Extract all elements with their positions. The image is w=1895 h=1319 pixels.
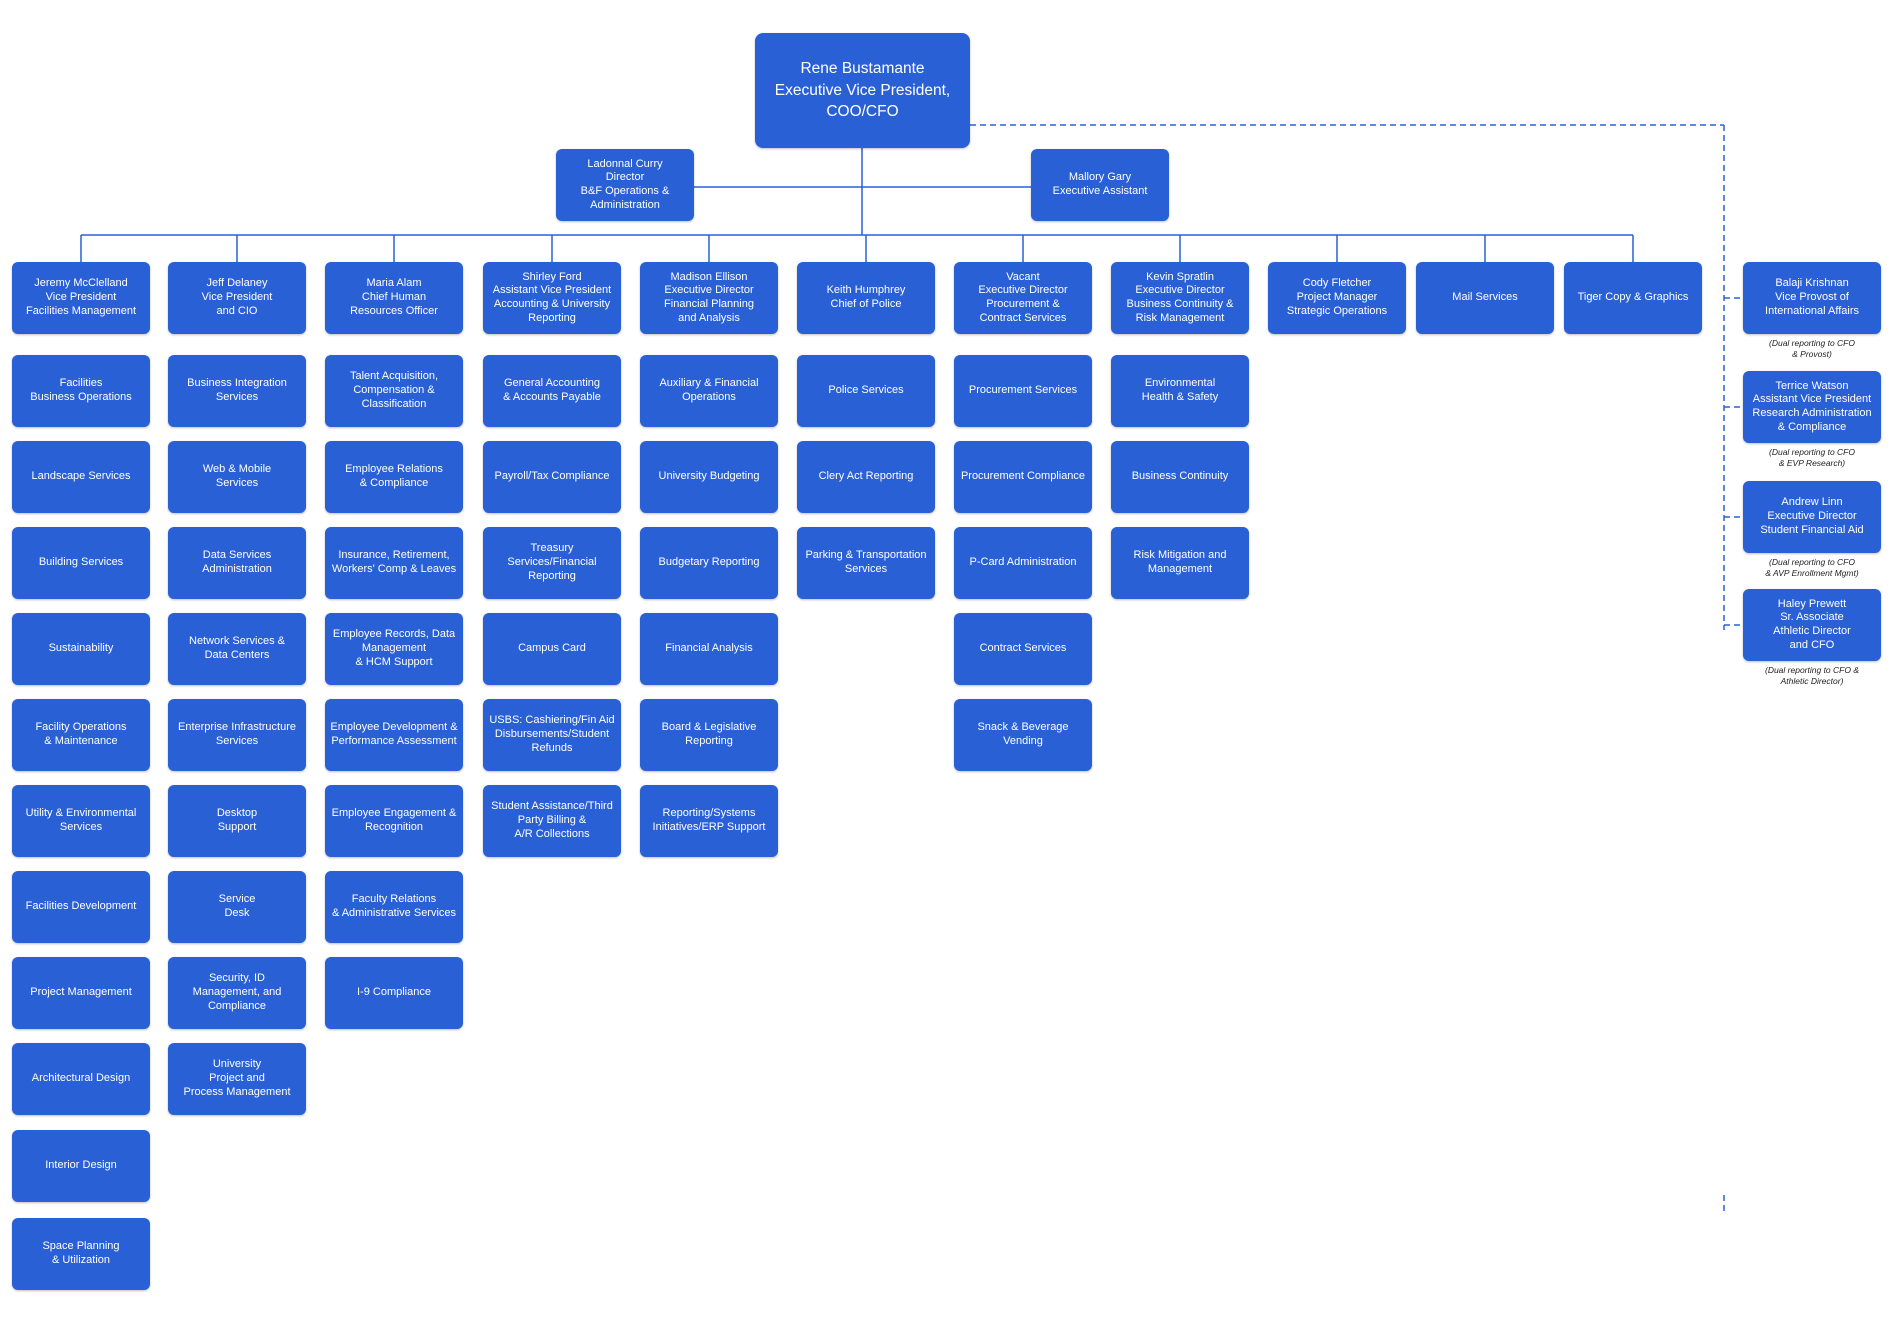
unit-box-1-6[interactable]: Service Desk xyxy=(168,871,306,943)
dual-reporting-note-0: (Dual reporting to CFO & Provost) xyxy=(1769,338,1855,359)
staff-box-left[interactable]: Ladonnal Curry Director B&F Operations &… xyxy=(556,149,694,221)
unit-box-0-8[interactable]: Architectural Design xyxy=(12,1043,150,1115)
column-head-10[interactable]: Tiger Copy & Graphics xyxy=(1564,262,1702,334)
dotted-report-box-2[interactable]: Andrew Linn Executive Director Student F… xyxy=(1743,481,1881,553)
unit-box-1-1[interactable]: Web & Mobile Services xyxy=(168,441,306,513)
unit-box-2-4[interactable]: Employee Development & Performance Asses… xyxy=(325,699,463,771)
unit-box-2-2[interactable]: Insurance, Retirement, Workers' Comp & L… xyxy=(325,527,463,599)
dual-reporting-note-2: (Dual reporting to CFO & AVP Enrollment … xyxy=(1765,557,1859,578)
unit-box-4-2[interactable]: Budgetary Reporting xyxy=(640,527,778,599)
unit-box-1-4[interactable]: Enterprise Infrastructure Services xyxy=(168,699,306,771)
unit-box-6-4[interactable]: Snack & Beverage Vending xyxy=(954,699,1092,771)
unit-box-0-1[interactable]: Landscape Services xyxy=(12,441,150,513)
column-head-8[interactable]: Cody Fletcher Project Manager Strategic … xyxy=(1268,262,1406,334)
column-head-0[interactable]: Jeremy McClelland Vice President Facilit… xyxy=(12,262,150,334)
unit-box-5-0[interactable]: Police Services xyxy=(797,355,935,427)
column-head-3[interactable]: Shirley Ford Assistant Vice President Ac… xyxy=(483,262,621,334)
column-head-6[interactable]: Vacant Executive Director Procurement & … xyxy=(954,262,1092,334)
unit-box-1-8[interactable]: University Project and Process Managemen… xyxy=(168,1043,306,1115)
column-head-1[interactable]: Jeff Delaney Vice President and CIO xyxy=(168,262,306,334)
unit-box-2-3[interactable]: Employee Records, Data Management & HCM … xyxy=(325,613,463,685)
unit-box-0-0[interactable]: Facilities Business Operations xyxy=(12,355,150,427)
unit-box-0-2[interactable]: Building Services xyxy=(12,527,150,599)
unit-box-3-5[interactable]: Student Assistance/Third Party Billing &… xyxy=(483,785,621,857)
column-head-2[interactable]: Maria Alam Chief Human Resources Officer xyxy=(325,262,463,334)
unit-box-5-2[interactable]: Parking & Transportation Services xyxy=(797,527,935,599)
unit-box-2-1[interactable]: Employee Relations & Compliance xyxy=(325,441,463,513)
unit-box-0-9[interactable]: Interior Design xyxy=(12,1130,150,1202)
unit-box-2-5[interactable]: Employee Engagement & Recognition xyxy=(325,785,463,857)
unit-box-6-1[interactable]: Procurement Compliance xyxy=(954,441,1092,513)
unit-box-4-5[interactable]: Reporting/Systems Initiatives/ERP Suppor… xyxy=(640,785,778,857)
unit-box-3-1[interactable]: Payroll/Tax Compliance xyxy=(483,441,621,513)
unit-box-4-0[interactable]: Auxiliary & Financial Operations xyxy=(640,355,778,427)
unit-box-4-1[interactable]: University Budgeting xyxy=(640,441,778,513)
unit-box-2-0[interactable]: Talent Acquisition, Compensation & Class… xyxy=(325,355,463,427)
unit-box-5-1[interactable]: Clery Act Reporting xyxy=(797,441,935,513)
column-head-7[interactable]: Kevin Spratlin Executive Director Busine… xyxy=(1111,262,1249,334)
unit-box-7-2[interactable]: Risk Mitigation and Management xyxy=(1111,527,1249,599)
staff-box-right[interactable]: Mallory Gary Executive Assistant xyxy=(1031,149,1169,221)
unit-box-0-3[interactable]: Sustainability xyxy=(12,613,150,685)
top-executive-box[interactable]: Rene Bustamante Executive Vice President… xyxy=(755,33,970,148)
unit-box-0-6[interactable]: Facilities Development xyxy=(12,871,150,943)
unit-box-0-5[interactable]: Utility & Environmental Services xyxy=(12,785,150,857)
unit-box-1-3[interactable]: Network Services & Data Centers xyxy=(168,613,306,685)
unit-box-3-0[interactable]: General Accounting & Accounts Payable xyxy=(483,355,621,427)
unit-box-0-7[interactable]: Project Management xyxy=(12,957,150,1029)
dual-reporting-note-3: (Dual reporting to CFO & Athletic Direct… xyxy=(1764,665,1859,686)
column-head-5[interactable]: Keith Humphrey Chief of Police xyxy=(797,262,935,334)
unit-box-6-2[interactable]: P-Card Administration xyxy=(954,527,1092,599)
column-head-9[interactable]: Mail Services xyxy=(1416,262,1554,334)
dotted-report-box-0[interactable]: Balaji Krishnan Vice Provost of Internat… xyxy=(1743,262,1881,334)
unit-box-3-2[interactable]: Treasury Services/Financial Reporting xyxy=(483,527,621,599)
unit-box-7-0[interactable]: Environmental Health & Safety xyxy=(1111,355,1249,427)
unit-box-1-2[interactable]: Data Services Administration xyxy=(168,527,306,599)
unit-box-4-3[interactable]: Financial Analysis xyxy=(640,613,778,685)
unit-box-2-7[interactable]: I-9 Compliance xyxy=(325,957,463,1029)
unit-box-1-5[interactable]: Desktop Support xyxy=(168,785,306,857)
unit-box-6-0[interactable]: Procurement Services xyxy=(954,355,1092,427)
column-head-4[interactable]: Madison Ellison Executive Director Finan… xyxy=(640,262,778,334)
unit-box-4-4[interactable]: Board & Legislative Reporting xyxy=(640,699,778,771)
unit-box-1-7[interactable]: Security, ID Management, and Compliance xyxy=(168,957,306,1029)
unit-box-7-1[interactable]: Business Continuity xyxy=(1111,441,1249,513)
dual-reporting-note-1: (Dual reporting to CFO & EVP Research) xyxy=(1769,447,1855,468)
dotted-report-box-3[interactable]: Haley Prewett Sr. Associate Athletic Dir… xyxy=(1743,589,1881,661)
unit-box-2-6[interactable]: Faculty Relations & Administrative Servi… xyxy=(325,871,463,943)
dotted-report-box-1[interactable]: Terrice Watson Assistant Vice President … xyxy=(1743,371,1881,443)
unit-box-1-0[interactable]: Business Integration Services xyxy=(168,355,306,427)
unit-box-3-4[interactable]: USBS: Cashiering/Fin Aid Disbursements/S… xyxy=(483,699,621,771)
unit-box-0-4[interactable]: Facility Operations & Maintenance xyxy=(12,699,150,771)
unit-box-3-3[interactable]: Campus Card xyxy=(483,613,621,685)
unit-box-6-3[interactable]: Contract Services xyxy=(954,613,1092,685)
unit-box-0-10[interactable]: Space Planning & Utilization xyxy=(12,1218,150,1290)
